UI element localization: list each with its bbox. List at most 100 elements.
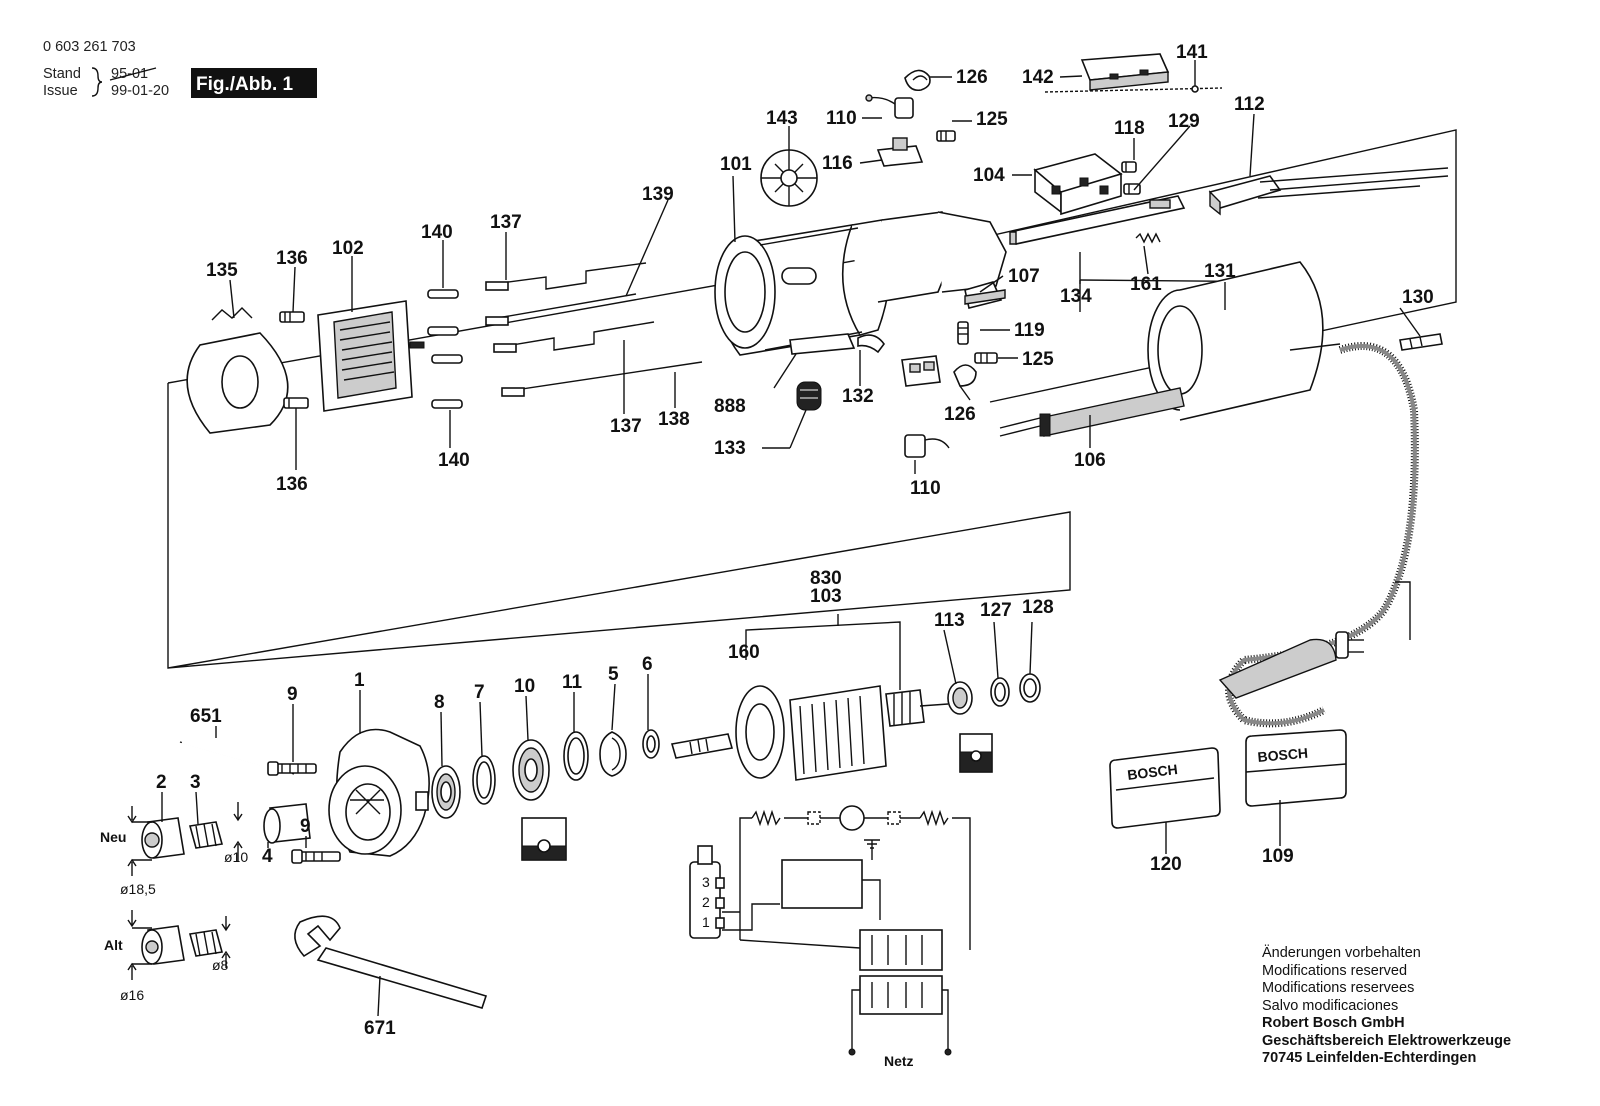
callout-104: 104 (973, 165, 1005, 186)
callout-140-top: 140 (421, 222, 453, 243)
part-132-clip (857, 334, 885, 354)
part-130-screw (1399, 333, 1443, 351)
part-125-screw-mid (974, 352, 998, 364)
callout-138: 138 (658, 409, 690, 430)
part-119-screw (957, 321, 969, 345)
label-old: Alt (104, 937, 123, 953)
bearing-box-10 (521, 817, 567, 861)
dim-18-5: ø18,5 (120, 881, 156, 897)
part-6-washer (642, 729, 660, 759)
part-113-bearing (947, 681, 973, 715)
note-changes-fr: Modifications reservees (1262, 980, 1415, 996)
mains-label: Netz (884, 1053, 914, 1069)
stand-label: Stand (43, 66, 81, 82)
part-8-bearing (431, 765, 461, 819)
callout-126-mid: 126 (944, 404, 976, 425)
callout-9-top: 9 (287, 684, 298, 705)
dim-8: ø8 (212, 957, 229, 973)
part-137-139-138-brush-rods (485, 262, 703, 397)
part-4-spindle-sleeve (263, 803, 311, 844)
part-129-screw (1123, 183, 1141, 195)
part-112-switch-rod-housing (1208, 167, 1449, 216)
callout-139: 139 (642, 184, 674, 205)
part-7-ring (472, 755, 496, 805)
callout-131: 131 (1204, 261, 1236, 282)
pin-label-2: 2 (702, 894, 710, 910)
callout-101: 101 (720, 154, 752, 175)
callout-136-bottom: 136 (276, 474, 308, 495)
part-120-nameplate: BOSCH (1109, 747, 1221, 829)
part-143-fan (760, 149, 818, 207)
callout-numbers: 141 142 126 110 125 143 116 118 129 112 … (156, 42, 1434, 1039)
callout-127: 127 (980, 600, 1012, 621)
company-address: 70745 Leinfelden-Echterdingen (1262, 1050, 1477, 1066)
company-division: Geschäftsbereich Elektrowerkzeuge (1262, 1032, 1512, 1049)
callout-143: 143 (766, 108, 798, 129)
callout-125-mid: 125 (1022, 349, 1054, 370)
part-11-ring (563, 731, 589, 781)
note-changes-es: Salvo modificaciones (1262, 997, 1399, 1014)
part-number: 0 603 261 703 (43, 39, 136, 55)
part-102-field-winding (317, 300, 425, 412)
part-140-pins (427, 289, 463, 409)
callout-136-top: 136 (276, 248, 308, 269)
part-141-brush-spring-rod (1044, 85, 1223, 93)
callout-888: 888 (714, 396, 746, 417)
callout-8: 8 (434, 692, 445, 713)
part-888-plate (789, 333, 856, 355)
callout-160: 160 (728, 642, 760, 663)
callout-7: 7 (474, 682, 485, 703)
callout-142: 142 (1022, 67, 1054, 88)
callout-6: 6 (642, 654, 653, 675)
part-collet-old (188, 929, 224, 957)
callout-10: 10 (514, 676, 535, 697)
callout-4: 4 (262, 846, 273, 867)
header: 0 603 261 703 Stand Issue 95-01 99-01-20… (43, 39, 317, 99)
leader-lines (161, 60, 1421, 1017)
part-131-handle-cover (1147, 261, 1341, 421)
figure-badge: Fig./Abb. 1 (196, 74, 294, 95)
part-126-spring-mid (953, 364, 977, 387)
dimension-arrows (127, 802, 243, 980)
callout-130: 130 (1402, 287, 1434, 308)
callout-129: 129 (1168, 111, 1200, 132)
part-133-suppressor (796, 381, 822, 411)
stand-value: 95-01 (111, 66, 148, 82)
part-126-spring-top (904, 69, 931, 92)
part-5-circlip (599, 731, 627, 777)
callout-830: 830 (810, 568, 842, 589)
part-104-switch (1033, 153, 1123, 216)
note-changes-en: Modifications reserved (1262, 962, 1408, 979)
callout-134: 134 (1060, 286, 1092, 307)
callout-116: 116 (822, 153, 853, 174)
callout-118: 118 (1114, 118, 1145, 139)
callout-3: 3 (190, 772, 201, 793)
part-1-gear-housing (328, 728, 430, 857)
bearing-box-113 (959, 733, 993, 773)
issue-value: 99-01-20 (111, 83, 169, 99)
callout-132: 132 (842, 386, 874, 407)
callout-110-top: 110 (826, 108, 857, 129)
callout-128: 128 (1022, 597, 1054, 618)
part-118-screw (1121, 161, 1137, 173)
callout-161: 161 (1130, 274, 1162, 295)
part-128-ring (1019, 673, 1041, 703)
part-103-armature (670, 685, 949, 781)
callout-651: 651 (190, 706, 222, 727)
callout-135: 135 (206, 260, 238, 281)
callout-140-bottom: 140 (438, 450, 470, 471)
legal-notes: Änderungen vorbehalten Modifications res… (1262, 945, 1592, 1068)
strikethrough-line (109, 67, 157, 81)
callout-126-top: 126 (956, 67, 988, 88)
callout-671: 671 (364, 1018, 396, 1039)
callout-113: 113 (934, 610, 965, 631)
callout-9-bottom: 9 (300, 816, 311, 837)
callout-107: 107 (1008, 266, 1040, 287)
part-3-collet-new (188, 821, 224, 849)
company-name: Robert Bosch GmbH (1262, 1015, 1405, 1031)
callout-11: 11 (562, 672, 583, 693)
part-106-cable-sleeve (999, 387, 1185, 437)
part-135-end-cap (186, 307, 289, 434)
pin-label-3: 3 (702, 874, 710, 890)
